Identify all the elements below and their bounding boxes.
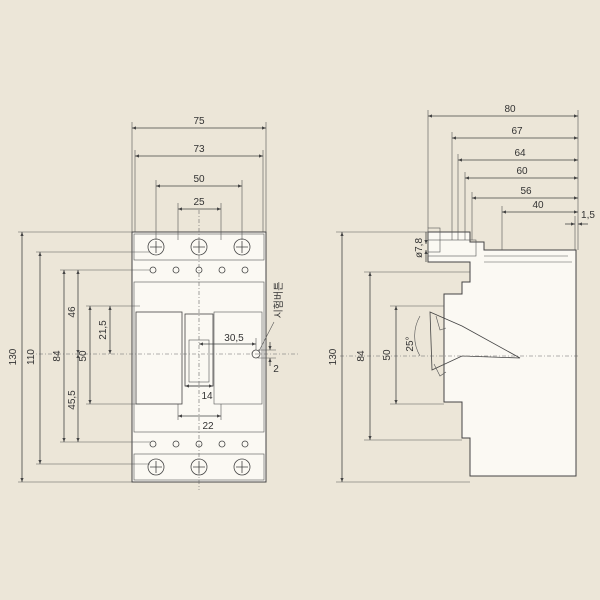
dim-hole-diameter: ø7,8 bbox=[414, 238, 425, 258]
side-depth-dimensions bbox=[427, 110, 588, 250]
dim-height-21-5: 21,5 bbox=[98, 320, 109, 340]
front-width-dimensions bbox=[131, 122, 267, 240]
dim-depth-80: 80 bbox=[504, 104, 516, 115]
left-window bbox=[135, 311, 183, 405]
dim-height-110: 110 bbox=[26, 349, 37, 365]
side-hole-block bbox=[427, 227, 441, 253]
dim-depth-40: 40 bbox=[532, 200, 544, 211]
dim-width-75: 75 bbox=[193, 116, 205, 127]
side-view: 80 67 64 60 56 40 1,5 130 84 50 ø7,8 bbox=[328, 104, 595, 483]
side-dim-height-84: 84 bbox=[356, 350, 367, 362]
dim-height-50: 50 bbox=[78, 350, 89, 362]
handle-dimensions bbox=[177, 384, 222, 420]
side-dim-height-50: 50 bbox=[382, 349, 393, 361]
side-dim-height-130: 130 bbox=[328, 348, 339, 365]
dim-depth-60: 60 bbox=[516, 166, 528, 177]
side-height-dimensions bbox=[336, 231, 470, 483]
dim-offset-2: 2 bbox=[273, 364, 279, 375]
dim-depth-56: 56 bbox=[520, 186, 532, 197]
dim-height-84: 84 bbox=[52, 350, 63, 362]
test-button-leader bbox=[258, 321, 275, 352]
dim-depth-64: 64 bbox=[514, 148, 526, 159]
dim-width-50: 50 bbox=[193, 174, 205, 185]
dim-height-45-5: 45,5 bbox=[67, 390, 78, 410]
angle-arc bbox=[414, 315, 421, 357]
dim-depth-1-5: 1,5 bbox=[581, 210, 595, 221]
front-height-dimensions bbox=[18, 231, 150, 483]
dim-height-46: 46 bbox=[67, 306, 78, 318]
dim-offset-30-5: 30,5 bbox=[224, 333, 244, 344]
dim-angle-25: 25° bbox=[405, 336, 416, 351]
side-handle bbox=[429, 311, 521, 371]
dim-height-130: 130 bbox=[8, 348, 19, 365]
dim-handle-14: 14 bbox=[201, 391, 213, 402]
front-view: 75 73 50 25 130 110 46 45,5 84 50 bbox=[8, 116, 300, 490]
dim-width-25: 25 bbox=[193, 197, 205, 208]
dim-handle-22: 22 bbox=[202, 421, 214, 432]
dim-depth-67: 67 bbox=[511, 126, 523, 137]
side-body-profile bbox=[427, 231, 577, 477]
test-button-label: 시험버튼 bbox=[273, 282, 285, 319]
dim-width-73: 73 bbox=[193, 144, 205, 155]
test-button-offset-dimension bbox=[199, 338, 276, 366]
